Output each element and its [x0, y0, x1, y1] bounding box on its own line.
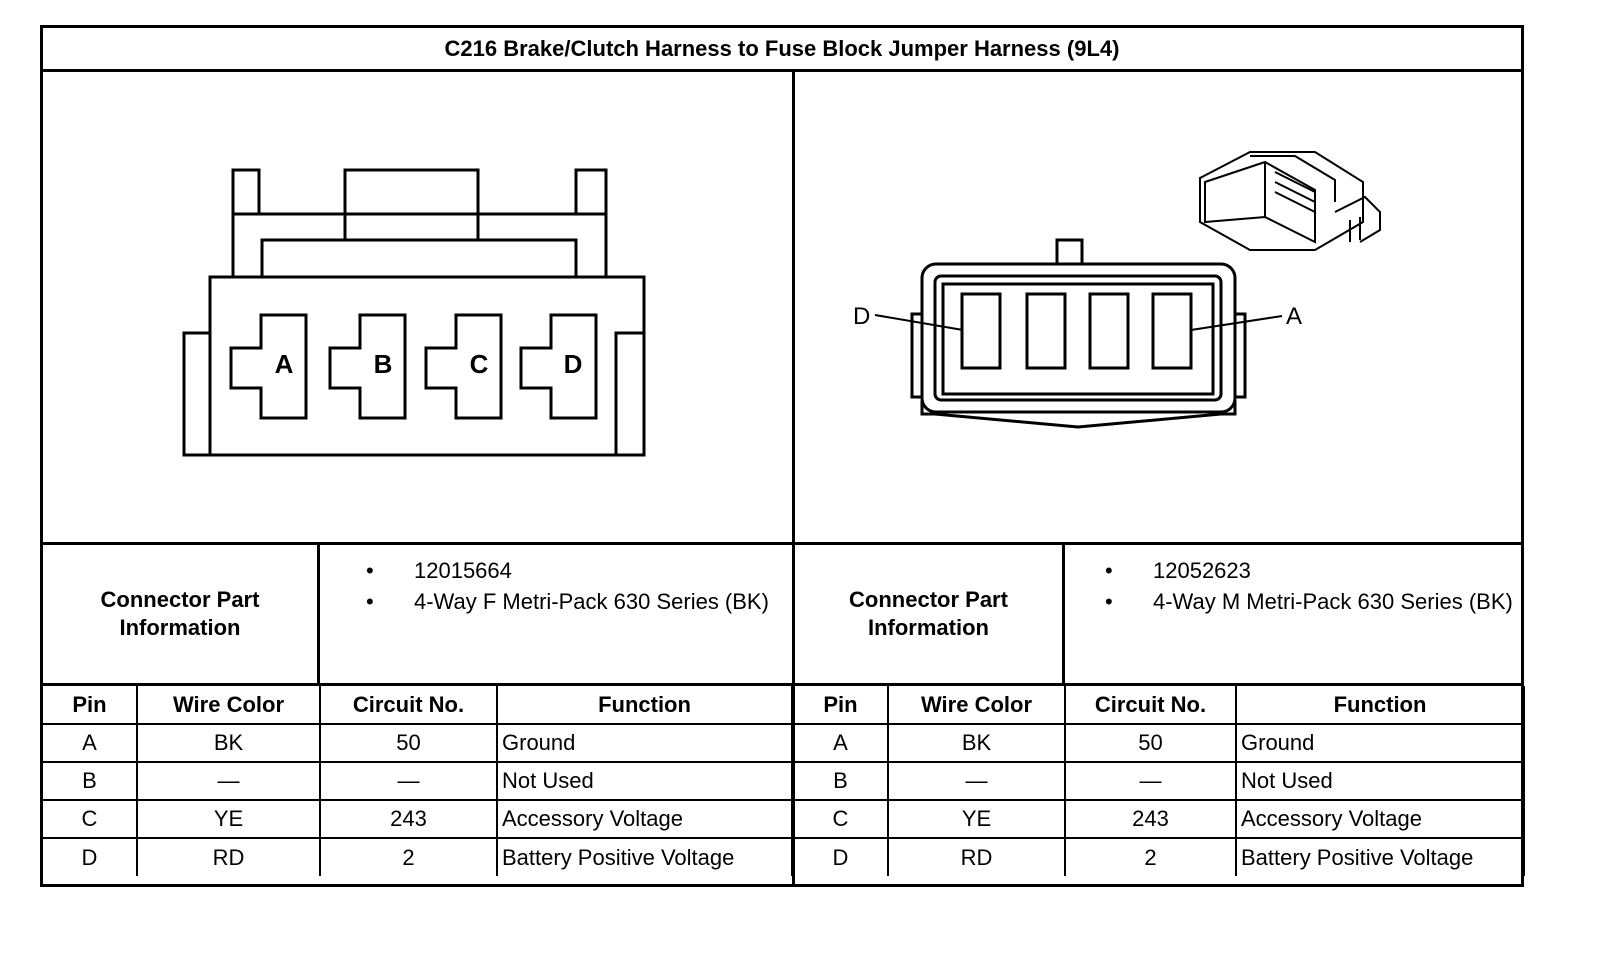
pin-cavity-b: [328, 313, 407, 420]
pin-label-d: D: [564, 349, 583, 379]
connector-drawings: A B C D: [43, 72, 1521, 545]
column-header: Function: [496, 686, 793, 725]
column-header: Function: [1235, 686, 1525, 725]
table-header-row: Pin Wire Color Circuit No. Function: [43, 686, 793, 725]
center-divider: [792, 72, 795, 887]
male-connector-drawing: D A: [853, 151, 1381, 429]
column-header: Pin: [794, 686, 889, 725]
column-header: Wire Color: [887, 686, 1066, 725]
table-row: B——Not Used: [794, 761, 1525, 801]
part-description: 4-Way M Metri-Pack 630 Series (BK): [1105, 586, 1515, 617]
pin-cavity-a: [229, 313, 308, 420]
column-header: Circuit No.: [319, 686, 498, 725]
connector-sheet: C216 Brake/Clutch Harness to Fuse Block …: [40, 25, 1525, 887]
part-description: 4-Way F Metri-Pack 630 Series (BK): [366, 586, 786, 617]
callout-label-d: D: [853, 303, 870, 330]
callout-label-a: A: [1286, 303, 1302, 330]
part-number: 12015664: [366, 555, 786, 586]
pin-cavity-c: [424, 313, 503, 420]
pin-label-a: A: [275, 349, 294, 379]
part-number: 12052623: [1105, 555, 1515, 586]
column-header: Circuit No.: [1064, 686, 1237, 725]
pin-label-c: C: [470, 349, 489, 379]
pin-cavity-d: [519, 313, 598, 420]
table-header-row: Pin Wire Color Circuit No. Function: [794, 686, 1525, 725]
column-header: Pin: [43, 686, 138, 725]
female-connector-drawing: A B C D: [182, 168, 646, 457]
page-title: C216 Brake/Clutch Harness to Fuse Block …: [43, 28, 1521, 72]
table-row: B——Not Used: [43, 761, 793, 801]
column-header: Wire Color: [136, 686, 321, 725]
pin-label-b: B: [374, 349, 393, 379]
